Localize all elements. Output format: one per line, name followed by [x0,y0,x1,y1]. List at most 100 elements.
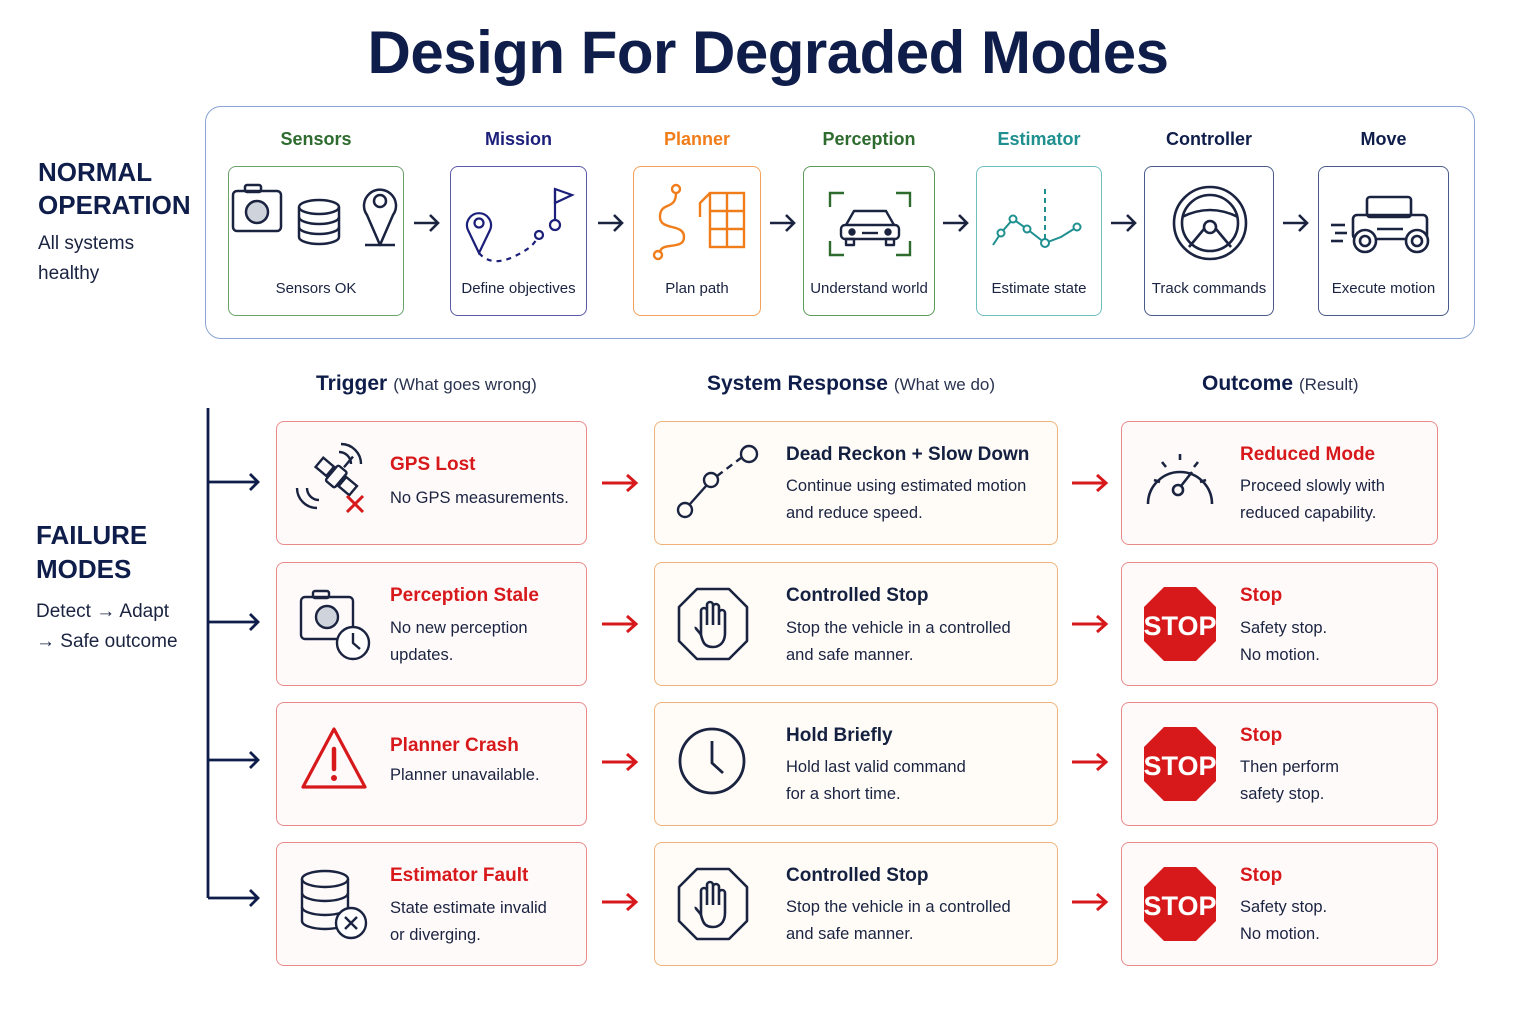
response-title: Dead Reckon + Slow Down [786,444,1030,465]
column-header-outcome: Outcome(Result) [1202,372,1359,396]
flow-arrow-2 [598,214,624,232]
stop-sign-icon: STOP [1143,727,1217,801]
stage-caption-perception: Understand world [810,280,928,297]
column-header-trigger: Trigger(What goes wrong) [316,372,537,396]
trigger-card-planner-crash: Planner Crash Planner unavailable. [276,702,587,826]
stage-planner: Plan path [633,166,761,316]
flow-arrow-1 [414,214,440,232]
outcome-description: Safety stop. No motion. [1240,615,1327,669]
outcome-desc-line1: Proceed slowly with [1240,477,1385,495]
response-desc-line2: for a short time. [786,785,901,803]
database-x-icon [300,869,368,940]
red-arrow-r3b [1072,752,1109,772]
response-description: Stop the vehicle in a controlled and saf… [786,615,1011,669]
failure-modes-subtitle: Detect → Adapt → Safe outcome [36,597,178,657]
trigger-description: No GPS measurements. [390,485,569,512]
stage-caption-sensors: Sensors OK [275,280,357,297]
normal-sub-line1: All systems [38,233,135,254]
outcome-title: Stop [1240,725,1283,746]
warning-triangle-icon [301,727,367,789]
stage-move: Execute motion [1318,166,1449,316]
outcome-description: Then perform safety stop. [1240,754,1339,808]
column-header-response: System Response (What we do) [707,372,995,396]
outcome-description: Proceed slowly with reduced capability. [1240,473,1385,527]
stage-caption-estimator: Estimate state [991,280,1087,297]
red-arrow-r3a [602,752,639,772]
outcome-description: Safety stop. No motion. [1240,894,1327,948]
outcome-card-stop-2: STOP Stop Then perform safety stop. [1121,702,1438,826]
red-arrow-r2b [1072,614,1109,634]
failure-tree-connector [206,408,260,907]
failure-heading-line2: MODES [36,554,132,584]
stop-hand-icon [677,587,749,661]
outcome-desc-line1: Then perform [1240,758,1340,776]
outcome-title: Reduced Mode [1240,444,1376,465]
stop-sign-text: STOP [1143,751,1216,781]
stage-caption-planner: Plan path [665,280,729,297]
car-detection-icon [828,191,912,257]
stage-controller: Track commands [1144,166,1274,316]
page-title: Design For Degraded Modes [367,19,1169,86]
route-flag-icon [465,187,575,263]
trigger-description: No new perception updates. [390,615,528,669]
stop-hand-icon [677,867,749,941]
trigger-description: State estimate invalid or diverging. [390,895,547,949]
response-desc-line2: and safe manner. [786,646,914,664]
response-title: Controlled Stop [786,865,929,886]
red-arrow-r2a [602,614,639,634]
stage-caption-mission: Define objectives [461,280,576,297]
estimate-graph-icon [992,189,1082,248]
sensors-icon [231,183,398,247]
normal-sub-line2: healthy [38,263,100,284]
outcome-desc-line2: No motion. [1240,646,1320,664]
satellite-x-icon [295,442,365,514]
failure-modes-heading: FAILURE MODES [36,518,147,586]
stage-label-controller: Controller [1165,129,1252,149]
outcome-desc-line1: Safety stop. [1240,898,1328,916]
outcome-header-title: Outcome [1202,372,1294,395]
speedometer-icon [1146,454,1214,505]
plan-grid-icon [652,183,746,261]
flow-arrow-4 [943,214,969,232]
trigger-title: GPS Lost [390,454,476,475]
normal-operation-subtitle: All systems healthy [38,229,134,289]
outcome-desc-line2: reduced capability. [1240,504,1377,522]
red-arrow-r1a [602,473,639,493]
flow-arrow-5 [1111,214,1137,232]
response-desc-line1: Hold last valid command [786,758,966,776]
stage-label-mission: Mission [484,129,552,149]
stage-label-estimator: Estimator [997,129,1081,149]
response-title: Controlled Stop [786,585,929,606]
trigger-description: Planner unavailable. [390,762,540,789]
red-arrow-r1b [1072,473,1109,493]
vehicle-motion-icon [1331,195,1430,254]
outcome-desc-line2: No motion. [1240,925,1320,943]
flow-arrow-3 [770,214,796,232]
red-arrow-r4a [602,892,639,912]
stage-perception: Understand world [803,166,935,316]
stage-label-move: Move [1360,129,1407,149]
trigger-desc-line2: or diverging. [390,926,481,944]
stage-label-planner: Planner [663,129,731,149]
response-title: Hold Briefly [786,725,893,746]
trigger-title: Estimator Fault [390,865,529,886]
outcome-card-reduced-mode: Reduced Mode Proceed slowly with reduced… [1121,421,1438,545]
normal-heading-line1: NORMAL [38,157,153,187]
response-desc-line1: Stop the vehicle in a controlled [786,619,1011,637]
normal-heading-line2: OPERATION [38,190,191,220]
response-desc-line2: and reduce speed. [786,504,923,522]
camera-clock-icon [299,589,371,661]
trigger-desc-line2: updates. [390,646,454,664]
response-card-dead-reckon: Dead Reckon + Slow Down Continue using e… [654,421,1058,545]
stage-caption-controller: Track commands [1151,280,1267,297]
response-header-note: (What we do) [893,375,996,394]
outcome-card-stop-3: STOP Stop Safety stop. No motion. [1121,842,1438,966]
trigger-desc-line1: Planner unavailable. [390,766,540,784]
normal-operation-frame [205,106,1475,339]
response-desc-line2: and safe manner. [786,925,914,943]
stage-caption-move: Execute motion [1331,280,1436,297]
outcome-title: Stop [1240,865,1283,886]
dead-reckon-path-icon [676,444,759,519]
response-header-title: System Response [707,372,888,395]
trigger-card-gps-lost: GPS Lost No GPS measurements. [276,421,587,545]
